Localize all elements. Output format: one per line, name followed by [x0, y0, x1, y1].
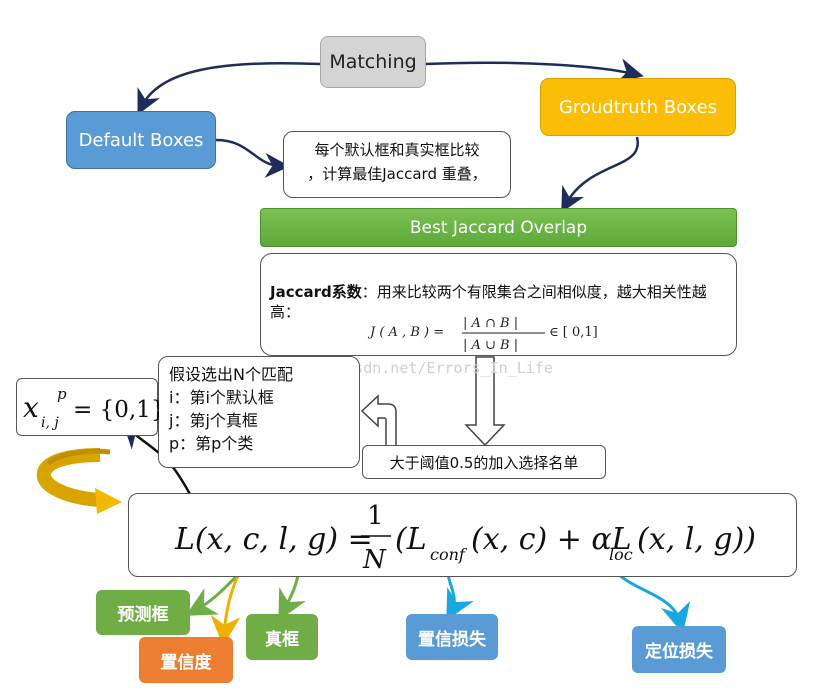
comparison-note-line-1: 每个默认框和真实框比较: [314, 141, 480, 159]
selection-line-2: i：第i个默认框: [169, 388, 274, 407]
arrow-default-to-note: [215, 138, 290, 178]
default-boxes-node: Default Boxes: [66, 111, 216, 169]
jaccard-desc: ：用来比较两个有限集合之间相似度，越大相关性越高：: [270, 283, 707, 321]
indicator-subscript: i, j: [41, 415, 59, 431]
arrow-matching-to-groundtruth: [425, 58, 644, 83]
loss-conf-subscript: conf: [430, 545, 468, 564]
jaccard-definition-text: Jaccard系数：用来比较两个有限集合之间相似度，越大相关性越高：: [270, 282, 730, 322]
selection-line-4: p：第p个类: [169, 434, 254, 453]
comparison-note: 每个默认框和真实框比较 ，计算最佳Jaccard 重叠，: [283, 131, 511, 198]
best-jaccard-overlap-node: Best Jaccard Overlap: [260, 208, 737, 247]
loss-frac-num: 1: [367, 501, 384, 531]
gold-curve-top: [46, 448, 111, 466]
selection-line-3: j：第j个真框: [169, 411, 258, 430]
indicator-x: x: [23, 391, 39, 424]
localization-loss-label: 定位损失: [632, 626, 726, 673]
jaccard-definition-box: [260, 253, 737, 356]
hollow-uturn-arrow: [360, 394, 397, 447]
watermark: blog.csdn.net/Errors_In_Life: [300, 359, 553, 377]
arrow-groundtruth-to-best: [561, 136, 639, 213]
true-box-label: 真框: [246, 614, 318, 660]
gold-curve-arrow: [36, 448, 101, 507]
loss-rhs-open: (L: [395, 522, 427, 557]
confidence-loss-label: 置信损失: [406, 614, 498, 660]
hollow-down-arrow: [464, 356, 506, 447]
groundtruth-node: Groudtruth Boxes: [540, 78, 736, 136]
selection-note: 假设选出N个匹配 i：第i个默认框 j：第j个真框 p：第p个类: [158, 356, 360, 468]
loss-loc-args: (x, l, g)): [637, 522, 756, 557]
loss-conf-args: (x, c) + αL: [471, 522, 632, 557]
loss-frac-den: N: [362, 545, 387, 575]
loss-formula: L(x, c, l, g) = 1 N (L conf (x, c) + αL …: [174, 501, 756, 575]
gold-curve-arrow-head: [95, 488, 122, 514]
comparison-note-line-2: ，计算最佳Jaccard 重叠，: [307, 165, 487, 183]
pred-box-label: 预测框: [96, 590, 190, 635]
loss-lhs: L(x, c, l, g) =: [174, 522, 373, 557]
threshold-note: 大于阈值0.5的加入选择名单: [362, 445, 606, 479]
confidence-label: 置信度: [139, 637, 233, 683]
selection-line-1: 假设选出N个匹配: [169, 365, 293, 384]
indicator-superscript: p: [57, 385, 67, 403]
indicator-formula-box: x i, j p = {0,1}: [16, 378, 159, 436]
jaccard-term: Jaccard系数: [270, 283, 362, 301]
matching-node: Matching: [320, 36, 426, 88]
loss-formula-box: L(x, c, l, g) = 1 N (L conf (x, c) + αL …: [128, 493, 797, 577]
indicator-formula: x i, j p = {0,1}: [23, 385, 159, 431]
loss-loc-subscript: loc: [609, 545, 633, 564]
indicator-rhs: = {0,1}: [73, 397, 159, 423]
arrow-matching-to-default: [137, 61, 321, 115]
